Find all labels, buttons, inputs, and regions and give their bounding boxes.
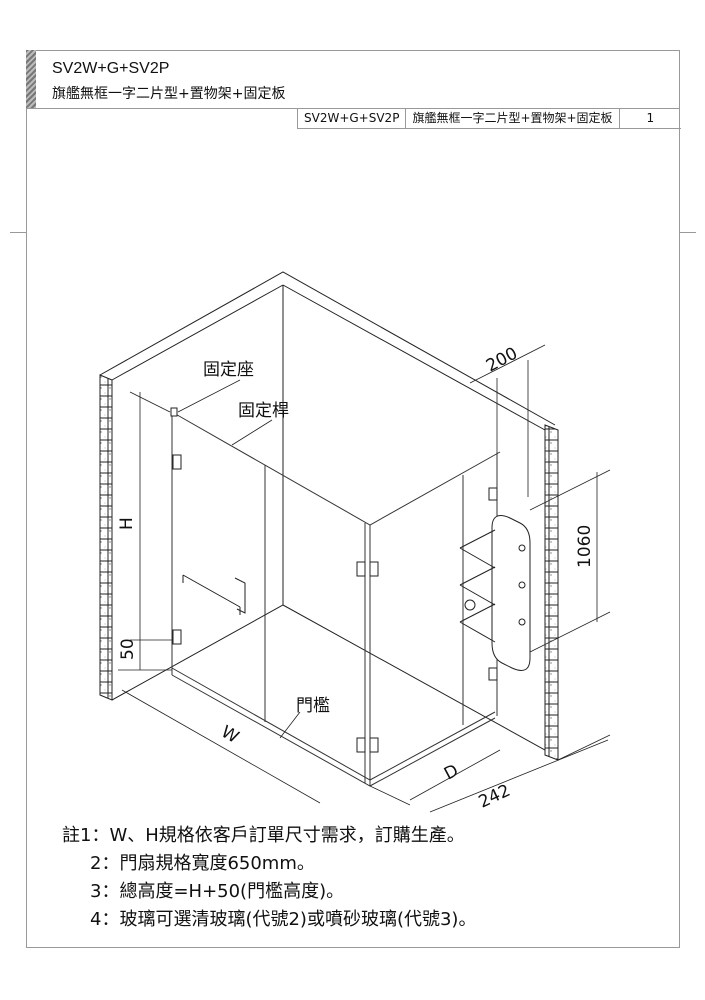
label-fixed-bar: 固定桿 bbox=[238, 401, 289, 421]
dim-shelf-depth: 242 bbox=[476, 781, 514, 813]
title-block-name: 旗艦無框一字二片型+置物架+固定板 bbox=[406, 108, 620, 128]
note-2: 2：門扇規格寬度650mm。 bbox=[90, 853, 315, 874]
dimension-lines bbox=[111, 344, 611, 813]
shelf-rack bbox=[459, 515, 531, 671]
note-1: 註1：W、H規格依客戶訂單尺寸需求，訂購生產。 bbox=[62, 825, 465, 846]
dim-threshold-height: 50 bbox=[118, 638, 138, 660]
dim-height: H bbox=[117, 517, 137, 530]
door-handle bbox=[182, 574, 246, 615]
floor bbox=[111, 604, 546, 751]
page-border bbox=[26, 50, 680, 948]
header-name: 旗艦無框一字二片型+置物架+固定板 bbox=[52, 86, 286, 102]
hinges bbox=[170, 407, 498, 753]
header bbox=[26, 50, 680, 109]
title-block: SV2W+G+SV2P 旗艦無框一字二片型+置物架+固定板 1 bbox=[297, 108, 681, 129]
label-threshold: 門檻 bbox=[296, 696, 330, 716]
header-hatch bbox=[26, 50, 36, 108]
title-block-model: SV2W+G+SV2P bbox=[298, 108, 407, 128]
fold-mark-right bbox=[680, 232, 696, 233]
dim-shelf-offset: 200 bbox=[483, 344, 521, 377]
fold-mark-left bbox=[10, 232, 26, 233]
label-fixed-seat: 固定座 bbox=[203, 360, 254, 380]
note-3: 3：總高度=H+50(門檻高度)。 bbox=[90, 881, 345, 902]
header-model: SV2W+G+SV2P bbox=[52, 60, 170, 77]
notes: 註1：W、H規格依客戶訂單尺寸需求，訂購生產。 2：門扇規格寬度650mm。 3… bbox=[62, 822, 476, 934]
left-wall bbox=[99, 271, 556, 701]
title-block-page: 1 bbox=[646, 111, 655, 125]
dim-width: W bbox=[218, 722, 243, 748]
glass-enclosure bbox=[171, 411, 501, 787]
dim-shelf-height: 1060 bbox=[575, 525, 595, 568]
note-4: 4：玻璃可選清玻璃(代號2)或噴砂玻璃(代號3)。 bbox=[90, 909, 477, 930]
